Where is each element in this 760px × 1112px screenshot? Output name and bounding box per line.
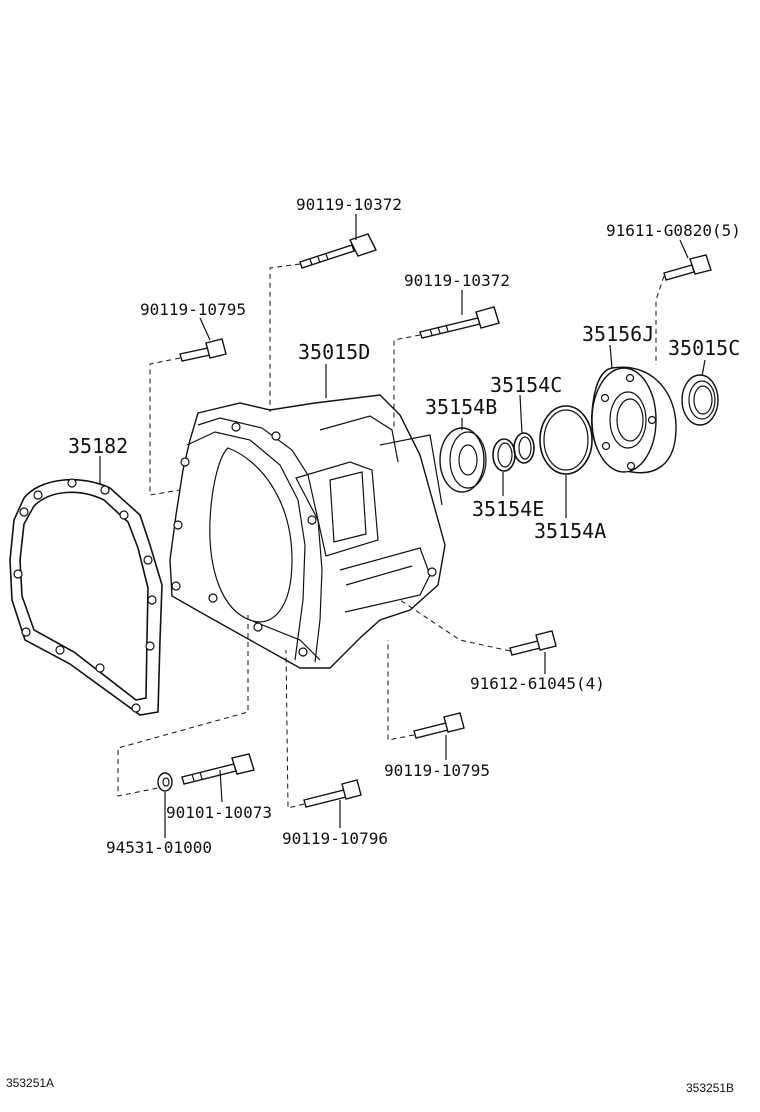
- gasket-35182: [9, 478, 163, 716]
- label-90119-10372-mid: 90119-10372: [404, 271, 510, 290]
- o-ring-35154A: [539, 405, 593, 475]
- transfer-case-35015D: [169, 394, 446, 669]
- label-90119-10795-top: 90119-10795: [140, 300, 246, 319]
- assembly-guide-lines: [117, 263, 665, 809]
- retainer-35156J: [591, 366, 677, 474]
- label-90119-10795-bottom: 90119-10795: [384, 761, 490, 780]
- bolt-90101-10073: [181, 753, 255, 785]
- bearing-35154B: [439, 427, 487, 493]
- oil-seal-35015C: [681, 374, 719, 426]
- label-35154B: 35154B: [425, 395, 497, 419]
- snap-ring-35154E: [492, 438, 516, 472]
- reference-code-left: 353251A: [6, 1076, 54, 1090]
- bolt-90119-10372-top: [299, 233, 377, 269]
- part-labels: 90119-10372 91611-G0820(5) 90119-10372 9…: [68, 195, 741, 857]
- snap-ring-35154C: [513, 432, 535, 464]
- bolt-90119-10795-bottom: [413, 712, 465, 739]
- leader-lines: [99, 214, 706, 838]
- label-91611-G0820: 91611-G0820(5): [606, 221, 741, 240]
- label-35154E: 35154E: [472, 497, 544, 521]
- label-35156J: 35156J: [582, 322, 654, 346]
- bolt-90119-10372-mid: [419, 306, 500, 339]
- bolt-90119-10795-top: [179, 338, 227, 362]
- bolt-91612-61045: [509, 630, 557, 656]
- label-90101-10073: 90101-10073: [166, 803, 272, 822]
- label-90119-10796: 90119-10796: [282, 829, 388, 848]
- label-35015D: 35015D: [298, 340, 370, 364]
- label-35154A: 35154A: [534, 519, 606, 543]
- reference-code-right: 353251B: [686, 1081, 734, 1095]
- label-90119-10372-top: 90119-10372: [296, 195, 402, 214]
- label-35182: 35182: [68, 434, 128, 458]
- label-35015C: 35015C: [668, 336, 740, 360]
- bolt-90119-10796: [303, 779, 362, 808]
- label-91612-61045: 91612-61045(4): [470, 674, 605, 693]
- label-94531-01000: 94531-01000: [106, 838, 212, 857]
- label-35154C: 35154C: [490, 373, 562, 397]
- washer-94531-01000: [157, 772, 173, 792]
- bolt-91611-G0820: [663, 254, 712, 281]
